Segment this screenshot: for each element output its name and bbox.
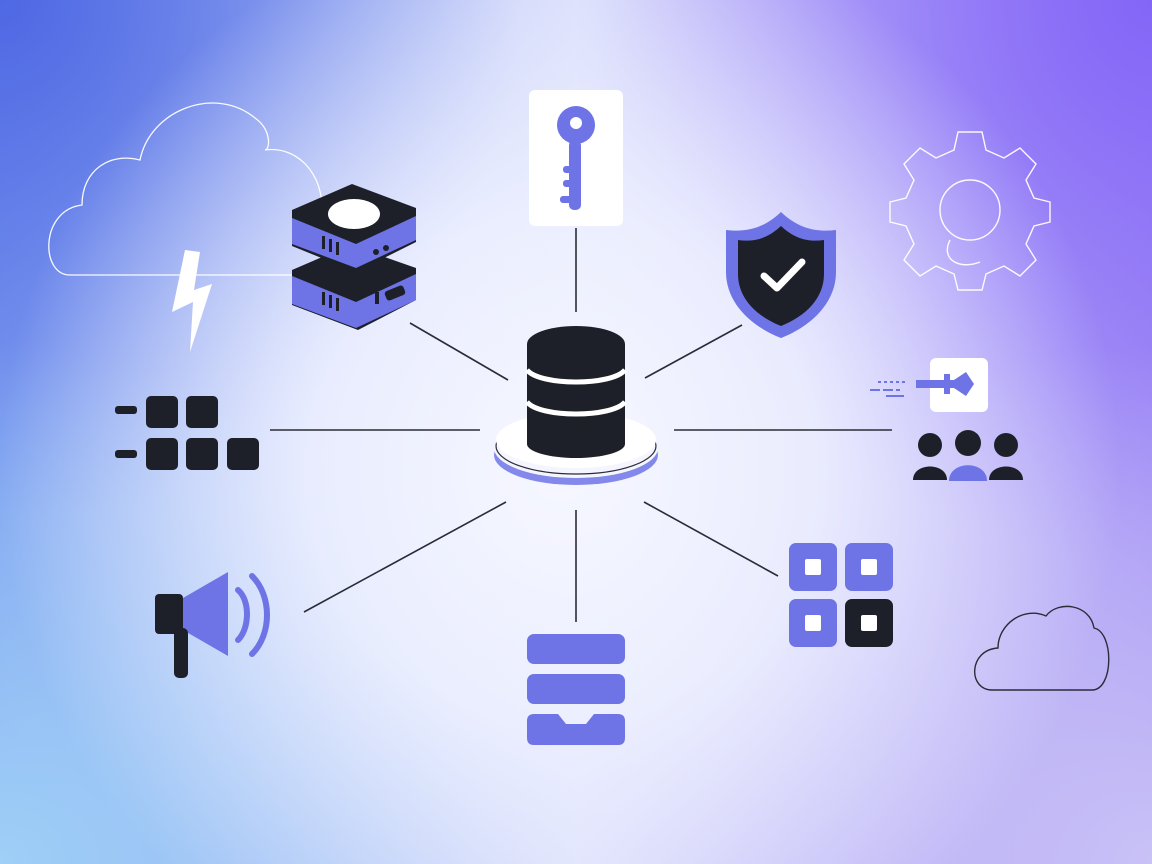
megaphone-icon[interactable]: [155, 572, 270, 678]
server-stack-icon[interactable]: [292, 184, 416, 330]
key-icon[interactable]: [529, 90, 623, 226]
users-group-icon[interactable]: [913, 430, 1023, 481]
grid-bars-icon[interactable]: [115, 396, 259, 470]
connector-lines: [270, 228, 892, 622]
gear-outline-icon: [889, 131, 1051, 291]
connector-server: [409, 322, 509, 381]
database-icon[interactable]: [525, 326, 627, 458]
connector-apps: [643, 501, 779, 577]
storage-blocks-icon[interactable]: [527, 634, 625, 745]
connector-megaphone: [303, 501, 507, 613]
apps-grid-icon[interactable]: [789, 543, 893, 647]
connector-shield: [644, 324, 743, 379]
shield-check-icon[interactable]: [726, 212, 836, 338]
cloud-outline-icon: [974, 605, 1110, 691]
pen-send-icon[interactable]: [870, 358, 988, 412]
